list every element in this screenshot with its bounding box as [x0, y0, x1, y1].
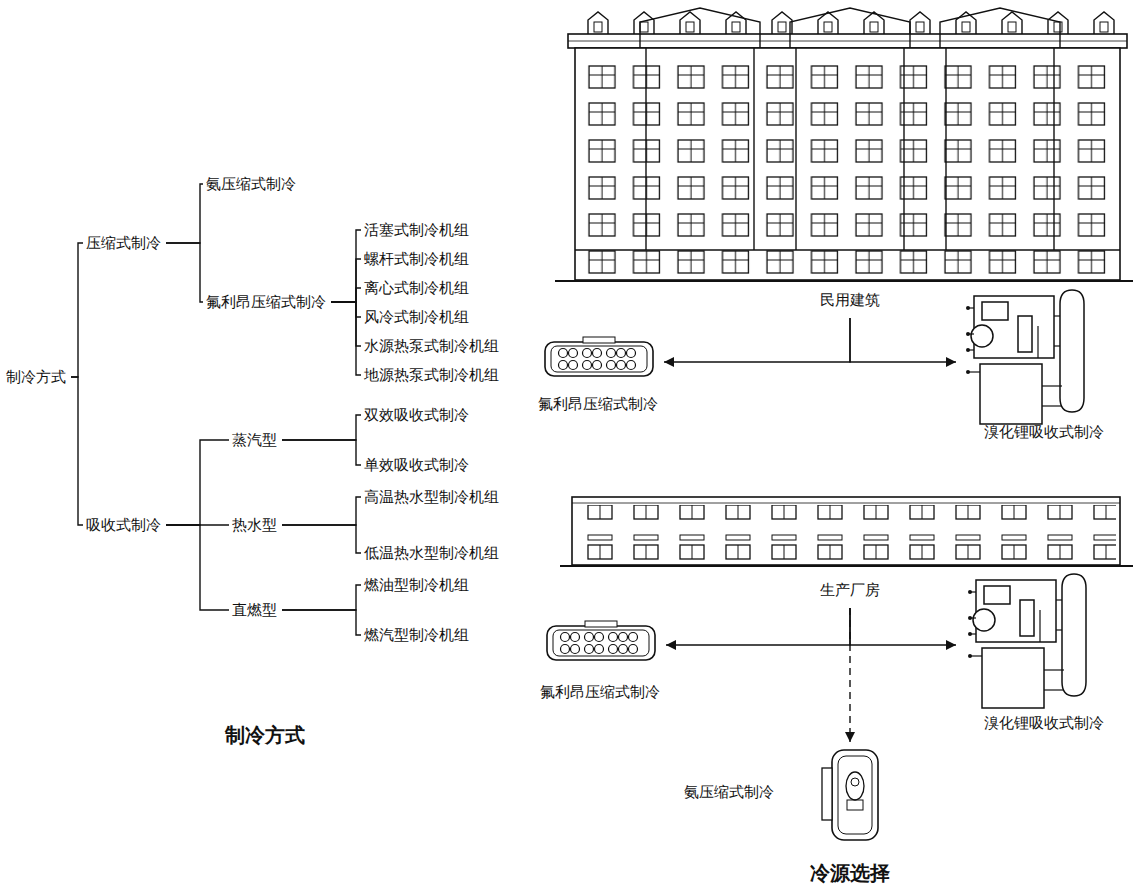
tree-item: 氨压缩式制冷	[204, 174, 298, 194]
tree-item: 高温热水型制冷机组	[362, 487, 501, 507]
node-text: 螺杆式制冷机组	[362, 249, 471, 269]
bracket-line	[166, 184, 203, 243]
tree-item: 制冷方式	[4, 367, 68, 387]
bracket-line	[71, 243, 83, 377]
bracket-line	[166, 525, 229, 610]
picture-node: 氟利昂压缩式制冷	[534, 612, 666, 702]
arrow-connector	[850, 318, 956, 362]
picture-node: 民用建筑	[800, 288, 900, 312]
tree-item: 风冷式制冷机组	[362, 307, 471, 327]
libr-chiller	[966, 290, 1084, 424]
arrow-connector	[664, 318, 850, 362]
node-text: 低温热水型制冷机组	[362, 543, 501, 563]
tree-item: 水源热泵式制冷机组	[362, 336, 501, 356]
node-text: 生产厂房	[818, 580, 882, 600]
bracket-line	[282, 415, 361, 440]
node-text: 氟利昂压缩式制冷	[204, 292, 328, 312]
node-text: 蒸汽型	[230, 430, 279, 450]
tree-item: 螺杆式制冷机组	[362, 249, 471, 269]
tree-item: 吸收式制冷	[84, 515, 163, 535]
node-text: 氟利昂压缩式制冷	[536, 394, 660, 414]
tree-item: 双效吸收式制冷	[362, 405, 471, 425]
node-text: 热水型	[230, 515, 279, 535]
picture-node: 氨压缩式制冷	[682, 742, 888, 842]
tree-item: 压缩式制冷	[84, 233, 163, 253]
arrow-connector	[849, 608, 850, 742]
bracket-line	[331, 302, 361, 375]
bracket-line	[331, 259, 361, 302]
node-text: 活塞式制冷机组	[362, 220, 471, 240]
node-text: 氨压缩式制冷	[204, 174, 298, 194]
node-text: 氨压缩式制冷	[682, 782, 776, 802]
tree-item: 燃油型制冷机组	[362, 575, 471, 595]
node-text: 单效吸收式制冷	[362, 455, 471, 475]
tree-item: 地源热泵式制冷机组	[362, 365, 501, 385]
node-text: 风冷式制冷机组	[362, 307, 471, 327]
tree-item: 燃汽型制冷机组	[362, 625, 471, 645]
bracket-line	[166, 243, 203, 302]
bracket-line	[331, 230, 361, 302]
tree-item: 低温热水型制冷机组	[362, 543, 501, 563]
picture-node: 氟利昂压缩式制冷	[532, 330, 664, 414]
picture-node: 溴化锂吸收式制冷	[956, 565, 1131, 733]
libr-chiller	[968, 574, 1086, 708]
node-text: 燃汽型制冷机组	[362, 625, 471, 645]
freon-chiller	[547, 621, 655, 660]
node-text: 离心式制冷机组	[362, 278, 471, 298]
bracket-line	[282, 585, 361, 610]
node-text: 制冷方式	[4, 367, 68, 387]
tree-item: 直燃型	[230, 600, 279, 620]
tree-item: 蒸汽型	[230, 430, 279, 450]
caption: 制冷方式	[225, 722, 305, 749]
node-text: 溴化锂吸收式制冷	[982, 422, 1106, 442]
node-text: 地源热泵式制冷机组	[362, 365, 501, 385]
factory-building	[560, 497, 1133, 566]
caption: 冷源选择	[810, 860, 890, 887]
node-text: 直燃型	[230, 600, 279, 620]
tree-item: 离心式制冷机组	[362, 278, 471, 298]
picture-node: 溴化锂吸收式制冷	[956, 280, 1131, 442]
bracket-line	[71, 377, 83, 525]
bracket-line	[282, 610, 361, 635]
arrow-connector	[850, 608, 956, 645]
node-text: 溴化锂吸收式制冷	[982, 713, 1106, 733]
node-text: 高温热水型制冷机组	[362, 487, 501, 507]
node-text: 双效吸收式制冷	[362, 405, 471, 425]
ammonia-chiller	[822, 750, 878, 840]
node-text: 民用建筑	[818, 290, 882, 310]
tree-item: 热水型	[230, 515, 279, 535]
arrow-connector	[666, 608, 850, 645]
node-text: 压缩式制冷	[84, 233, 163, 253]
node-text: 水源热泵式制冷机组	[362, 336, 501, 356]
tree-item: 单效吸收式制冷	[362, 455, 471, 475]
bracket-line	[331, 288, 361, 302]
bracket-line	[282, 497, 361, 525]
node-text: 吸收式制冷	[84, 515, 163, 535]
freon-chiller	[545, 337, 653, 376]
picture-node: 生产厂房	[800, 578, 900, 602]
node-text: 燃油型制冷机组	[362, 575, 471, 595]
residential-building	[555, 8, 1133, 281]
tree-item: 活塞式制冷机组	[362, 220, 471, 240]
tree-item: 氟利昂压缩式制冷	[204, 292, 328, 312]
node-text: 氟利昂压缩式制冷	[538, 682, 662, 702]
bracket-line	[166, 440, 229, 525]
bracket-line	[282, 525, 361, 553]
bracket-line	[282, 440, 361, 465]
